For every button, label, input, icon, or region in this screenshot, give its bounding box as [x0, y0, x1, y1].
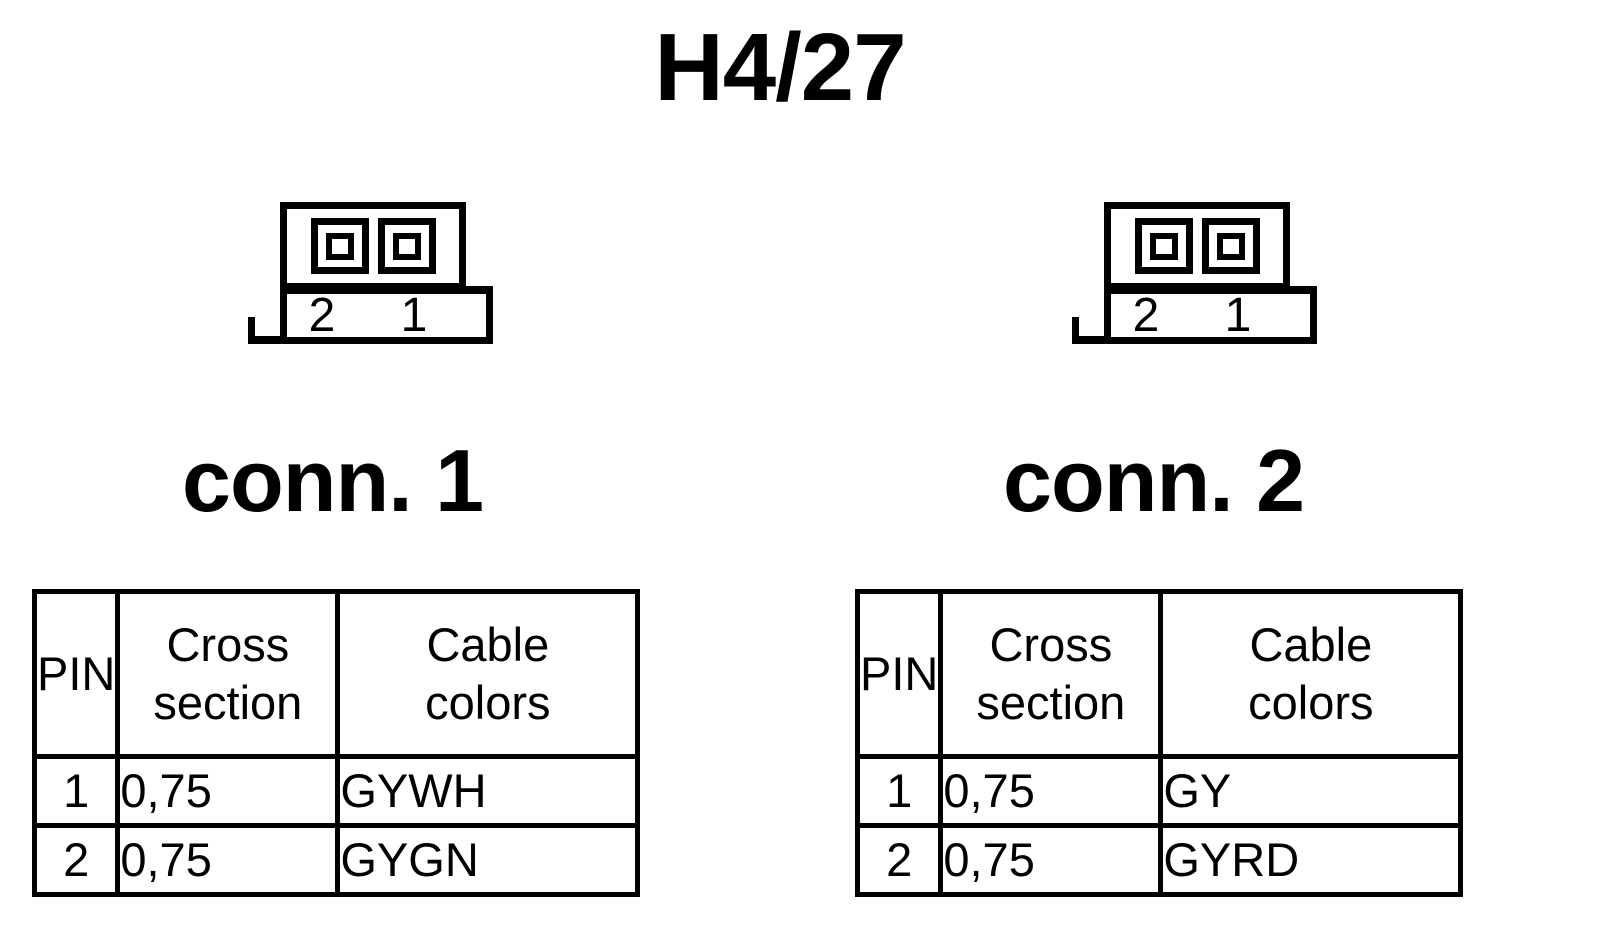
column-header-cable-colors: Cable colors	[335, 589, 641, 759]
table-header-row: PIN Cross section Cable colors	[31, 589, 641, 759]
column-header-cross-section: Cross section	[938, 589, 1164, 759]
pinout-table-conn2: PIN Cross section Cable colors 1 0,75 GY…	[854, 589, 1464, 897]
column-header-cable-colors: Cable colors	[1158, 589, 1464, 759]
header-line-1: Cross	[166, 618, 290, 672]
pin-contact-1-icon	[1216, 232, 1245, 260]
connector-mounting-tab-icon	[248, 317, 288, 344]
connector-mounting-tab-icon	[1072, 317, 1112, 344]
header-line-1: Cross	[989, 618, 1113, 672]
symbol-pin-label-2: 2	[1132, 289, 1160, 342]
cell-cable-colors: GYGN	[335, 823, 641, 897]
header-line-2: section	[976, 676, 1126, 729]
cell-pin: 2	[31, 823, 121, 897]
connector-housing-lower	[1104, 286, 1317, 344]
cell-cross-section: 0,75	[115, 823, 341, 897]
connector-housing-upper	[280, 202, 466, 290]
cell-cable-colors: GYWH	[335, 754, 641, 828]
pin-cavity-2-icon	[1134, 218, 1193, 274]
symbol-pin-label-1: 1	[400, 289, 428, 342]
header-line-2: colors	[1248, 676, 1374, 729]
table-row: 2 0,75 GYRD	[854, 823, 1464, 897]
table-row: 2 0,75 GYGN	[31, 823, 641, 897]
connector-symbol-conn1: 2 1	[248, 190, 498, 350]
table-header-row: PIN Cross section Cable colors	[854, 589, 1464, 759]
pin-cavity-1-icon	[377, 218, 436, 274]
header-line-2: colors	[425, 676, 551, 729]
connector-housing-lower	[280, 286, 493, 344]
cell-pin: 2	[854, 823, 944, 897]
symbol-pin-label-2: 2	[308, 289, 336, 342]
pin-cavity-1-icon	[1201, 218, 1260, 274]
header-line-2: section	[153, 676, 303, 729]
page-title: H4/27	[654, 14, 906, 121]
pin-contact-2-icon	[325, 232, 354, 260]
column-header-cross-section: Cross section	[115, 589, 341, 759]
connector-caption-conn2: conn. 2	[1003, 431, 1305, 530]
table-row: 1 0,75 GY	[854, 754, 1464, 828]
cell-pin: 1	[854, 754, 944, 828]
pin-contact-2-icon	[1149, 232, 1178, 260]
symbol-pin-label-1: 1	[1224, 289, 1252, 342]
cell-cross-section: 0,75	[115, 754, 341, 828]
header-line-1: Cable	[1249, 618, 1373, 672]
connector-caption-conn1: conn. 1	[182, 431, 484, 530]
connector-symbol-conn2: 2 1	[1072, 190, 1322, 350]
table-row: 1 0,75 GYWH	[31, 754, 641, 828]
connector-housing-upper	[1104, 202, 1290, 290]
pinout-table-conn1: PIN Cross section Cable colors 1 0,75 GY…	[31, 589, 641, 897]
cell-cable-colors: GYRD	[1158, 823, 1464, 897]
cell-cross-section: 0,75	[938, 754, 1164, 828]
cell-pin: 1	[31, 754, 121, 828]
column-header-pin: PIN	[854, 589, 944, 759]
column-header-pin: PIN	[31, 589, 121, 759]
cell-cable-colors: GY	[1158, 754, 1464, 828]
header-line-1: Cable	[426, 618, 550, 672]
pin-contact-1-icon	[392, 232, 421, 260]
pin-cavity-2-icon	[310, 218, 369, 274]
cell-cross-section: 0,75	[938, 823, 1164, 897]
